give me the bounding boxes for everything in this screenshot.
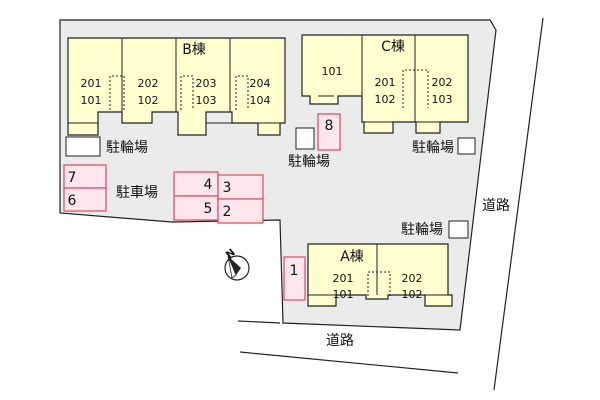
bicycle-parking-area-3 — [457, 137, 476, 155]
bicycle-parking-area-2 — [295, 127, 315, 150]
parking-space-2 — [217, 198, 264, 224]
parking-number-1: 1 — [290, 263, 299, 279]
road-label-right: 道路 — [482, 198, 510, 214]
building-c — [301, 34, 469, 134]
parking-number-5: 5 — [204, 201, 213, 217]
building-b-name: B棟 — [182, 42, 206, 58]
building-a-name: A棟 — [340, 249, 364, 265]
parking-number-4: 4 — [204, 177, 213, 193]
a-unit-1-top: 201 — [333, 272, 354, 285]
b-unit-2-bottom: 102 — [138, 94, 159, 107]
b-unit-3-bottom: 103 — [196, 94, 217, 107]
building-a — [307, 243, 453, 307]
c-unit-single: 101 — [322, 65, 343, 78]
bicycle-parking-label-1: 駐輪場 — [106, 139, 148, 156]
b-unit-1-top: 201 — [81, 77, 102, 90]
b-unit-4-bottom: 104 — [250, 94, 271, 107]
road-label-bottom: 道路 — [326, 333, 354, 349]
a-unit-2-bottom: 102 — [402, 288, 423, 301]
compass-north-arrow: N — [224, 247, 250, 281]
parking-lot-label: 駐車場 — [116, 184, 158, 201]
bicycle-parking-area-4 — [448, 220, 469, 239]
c-unit-2-top: 202 — [432, 76, 453, 89]
road-edge-right — [493, 17, 544, 391]
a-unit-2-top: 202 — [402, 272, 423, 285]
bicycle-parking-label-2: 駐輪場 — [288, 153, 330, 170]
bicycle-parking-area-1 — [65, 136, 101, 157]
road-edge-bottom-2 — [239, 351, 459, 374]
parking-spaces — [63, 113, 341, 301]
parking-space-6 — [63, 187, 107, 212]
b-unit-4-top: 204 — [250, 77, 271, 90]
parking-space-3 — [217, 174, 264, 200]
parking-number-8: 8 — [325, 118, 334, 134]
c-unit-2-bottom: 103 — [432, 93, 453, 106]
building-b — [67, 37, 286, 136]
parking-space-8 — [317, 113, 341, 151]
parking-number-7: 7 — [68, 170, 77, 186]
b-unit-2-top: 202 — [138, 77, 159, 90]
parking-number-2: 2 — [223, 204, 232, 220]
a-unit-1-bottom: 101 — [333, 288, 354, 301]
building-c-name: C棟 — [381, 39, 405, 55]
road-edge-bottom-1 — [237, 320, 281, 324]
bicycle-parking-label-3: 駐輪場 — [412, 139, 454, 156]
parking-number-3: 3 — [223, 180, 232, 196]
c-unit-1-bottom: 102 — [375, 93, 396, 106]
c-unit-1-top: 201 — [375, 76, 396, 89]
parking-space-1 — [283, 256, 306, 301]
b-unit-3-top: 203 — [196, 77, 217, 90]
parking-space-4 — [173, 171, 219, 197]
b-unit-1-bottom: 101 — [81, 94, 102, 107]
bicycle-parking-label-4: 駐輪場 — [401, 221, 443, 238]
parking-number-6: 6 — [68, 193, 77, 209]
